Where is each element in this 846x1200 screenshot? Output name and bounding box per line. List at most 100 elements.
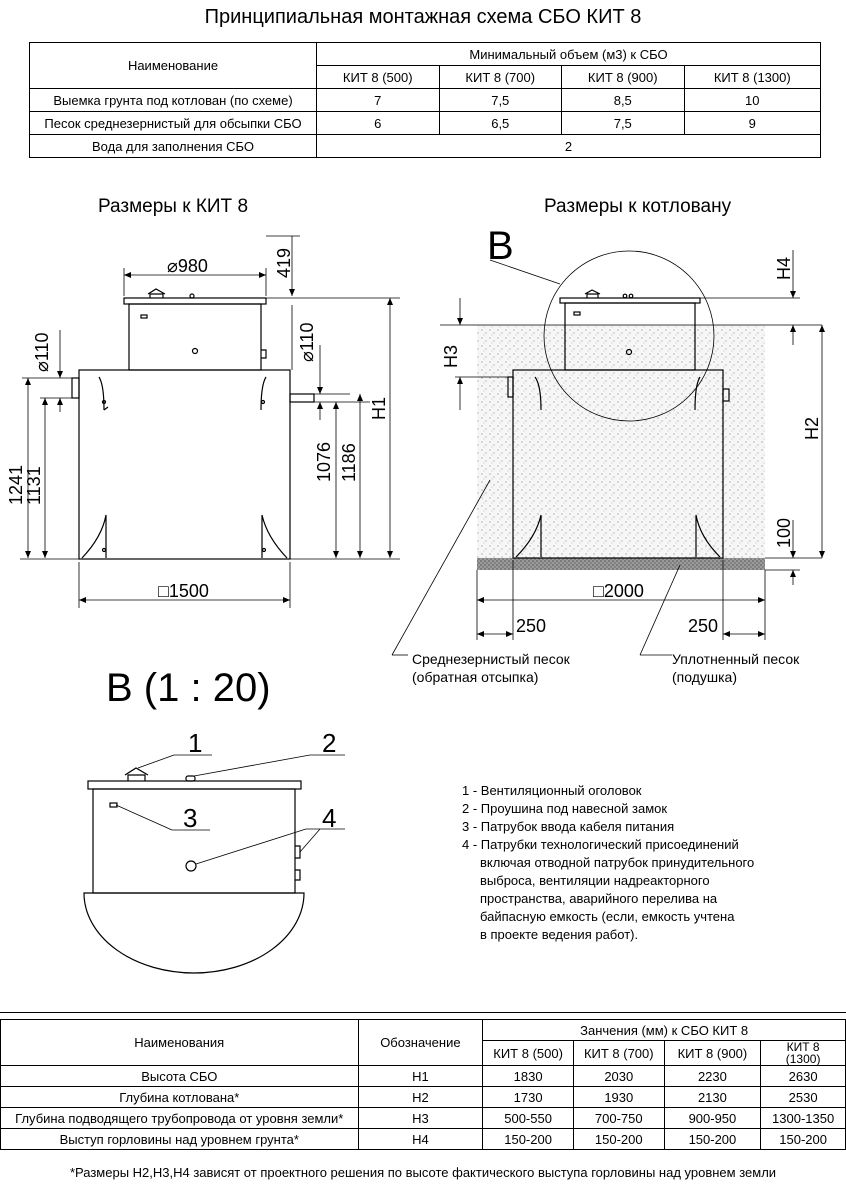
detail-marker-B: В bbox=[487, 224, 514, 268]
backfill-sand bbox=[477, 325, 765, 558]
row-code: H3 bbox=[357, 1107, 484, 1129]
dim-1076: 1076 bbox=[314, 442, 334, 482]
table1-header-name: Наименование bbox=[28, 42, 318, 89]
callout-4: 4 bbox=[322, 803, 336, 833]
table2-header-name: Наименования bbox=[0, 1019, 359, 1066]
legend-item: 1 - Вентиляционный оголовок bbox=[462, 783, 642, 798]
dim-1131: 1131 bbox=[24, 466, 44, 505]
callout-2: 2 bbox=[322, 728, 336, 758]
table1-col: КИТ 8 (500) bbox=[316, 65, 440, 89]
dim-H1: H1 bbox=[369, 397, 389, 420]
table-row: Вода для заполнения СБО 2 bbox=[28, 134, 821, 158]
cell: 150-200 bbox=[760, 1128, 846, 1150]
cell: 150-200 bbox=[572, 1128, 665, 1150]
neck bbox=[128, 303, 262, 371]
dim-1186: 1186 bbox=[339, 443, 359, 482]
table1-col: КИТ 8 (700) bbox=[438, 65, 563, 89]
cell: 150-200 bbox=[663, 1128, 762, 1150]
left-section-title: Размеры к КИТ 8 bbox=[98, 196, 249, 217]
row-code: H1 bbox=[357, 1065, 484, 1087]
legend-item: включая отводной патрубок принудительног… bbox=[480, 855, 755, 870]
detail-title: В (1 : 20) bbox=[106, 666, 271, 710]
row-code: H2 bbox=[357, 1086, 484, 1108]
cell: 1300-1350 bbox=[760, 1107, 846, 1129]
dim-250-left: 250 bbox=[516, 616, 546, 636]
dim-1500: □1500 bbox=[158, 581, 209, 601]
table2-header-code: Обозначение bbox=[357, 1019, 484, 1066]
pad-label-line: Уплотненный песок bbox=[672, 651, 800, 667]
table-row: Выемка грунта под котлован (по схеме) 7 … bbox=[28, 88, 822, 112]
dim-H3: H3 bbox=[441, 345, 461, 368]
cell: 150-200 bbox=[482, 1128, 574, 1150]
row-name: Высота СБО bbox=[0, 1065, 359, 1087]
cell: 1830 bbox=[482, 1065, 574, 1087]
backfill-label-line: (обратная отсыпка) bbox=[412, 669, 539, 685]
dim-419: 419 bbox=[274, 248, 294, 278]
cell: 2230 bbox=[663, 1065, 762, 1087]
table-row: Песок среднезернистый для обсыпки СБО 6 … bbox=[28, 111, 822, 135]
legend-item: 4 - Патрубки технологический присоединен… bbox=[462, 837, 739, 852]
cell: 2 bbox=[316, 134, 821, 158]
unit-drawing bbox=[71, 288, 315, 560]
legend-item: выброса, вентиляции надреакторного bbox=[480, 873, 710, 888]
right-section-title: Размеры к котловану bbox=[544, 196, 732, 217]
cell: 2130 bbox=[663, 1086, 762, 1108]
cell: 500-550 bbox=[482, 1107, 574, 1129]
row-name: Глубина подводящего трубопровода от уров… bbox=[0, 1107, 359, 1129]
cell: 700-750 bbox=[572, 1107, 665, 1129]
table2-col-last: КИТ 8(1300) bbox=[760, 1040, 846, 1066]
cell: 2630 bbox=[760, 1065, 846, 1087]
pad-label: Уплотненный песок (подушка) bbox=[672, 650, 799, 686]
row-name: Глубина котлована* bbox=[0, 1086, 359, 1108]
dim-100: 100 bbox=[774, 518, 794, 548]
volume-table: Наименование Минимальный объем (м3) к СБ… bbox=[28, 42, 822, 158]
dim-H4: H4 bbox=[774, 257, 794, 280]
detail-b-drawing bbox=[83, 767, 305, 974]
callout-1: 1 bbox=[188, 728, 202, 758]
table-row: Глубина котлована* H2 1730 1930 2130 253… bbox=[0, 1086, 846, 1108]
legend-item: 3 - Патрубок ввода кабеля питания bbox=[462, 819, 675, 834]
row-name: Выемка грунта под котлован (по схеме) bbox=[28, 88, 318, 112]
legend-item: в проекте ведения работ). bbox=[480, 927, 639, 942]
table-row: Выступ горловины над уровнем грунта* H4 … bbox=[0, 1128, 846, 1150]
table-row: Глубина подводящего трубопровода от уров… bbox=[0, 1107, 846, 1129]
table2-col: КИТ 8 (500) bbox=[482, 1040, 574, 1066]
row-name: Выступ горловины над уровнем грунта* bbox=[0, 1128, 359, 1150]
detail-circle bbox=[543, 250, 715, 422]
vent-head bbox=[147, 288, 166, 298]
table2-header-group: Занчения (мм) к СБО КИТ 8 bbox=[482, 1019, 846, 1041]
dim-H2: H2 bbox=[802, 417, 822, 440]
backfill-label: Среднезернистый песок (обратная отсыпка) bbox=[412, 650, 570, 686]
dim-110-left: ⌀110 bbox=[32, 332, 52, 372]
row-name: Песок среднезернистый для обсыпки СБО bbox=[28, 111, 318, 135]
backfill-label-line: Среднезернистый песок bbox=[412, 651, 570, 667]
table2-col: КИТ 8 (900) bbox=[663, 1040, 762, 1066]
dim-980: ⌀980 bbox=[167, 256, 208, 276]
row-name: Вода для заполнения СБО bbox=[28, 134, 318, 158]
col-label: КИТ 8 bbox=[786, 1040, 820, 1054]
cell: 900-950 bbox=[663, 1107, 762, 1129]
cell: 2530 bbox=[760, 1086, 846, 1108]
callout-3: 3 bbox=[183, 803, 197, 833]
cell: 2030 bbox=[572, 1065, 665, 1087]
dim-2000: □2000 bbox=[593, 581, 644, 601]
cell: 1730 bbox=[482, 1086, 574, 1108]
row-code: H4 bbox=[357, 1128, 484, 1150]
cell: 1930 bbox=[572, 1086, 665, 1108]
footnote: *Размеры H2,H3,H4 зависят от проектного … bbox=[69, 1165, 777, 1180]
legend-item: байпасную емкость (если, емкость учтена bbox=[480, 909, 735, 924]
col-label: (1300) bbox=[785, 1052, 821, 1066]
table-row: Высота СБО H1 1830 2030 2230 2630 bbox=[0, 1065, 846, 1087]
legend-item: 2 - Проушина под навесной замок bbox=[462, 801, 668, 816]
cell: 8,5 bbox=[561, 88, 685, 112]
lid bbox=[123, 297, 267, 305]
pit-unit bbox=[507, 289, 730, 559]
dim-250-right: 250 bbox=[688, 616, 718, 636]
pit-drawing bbox=[440, 324, 822, 570]
body bbox=[78, 369, 291, 560]
table2-col: КИТ 8 (700) bbox=[572, 1040, 665, 1066]
dimensions-table: Наименования Обозначение Занчения (мм) к… bbox=[0, 1019, 846, 1150]
dim-1241: 1241 bbox=[6, 465, 26, 505]
pad-label-line: (подушка) bbox=[672, 669, 738, 685]
legend: 1 - Вентиляционный оголовок 2 - Проушина… bbox=[462, 782, 754, 944]
